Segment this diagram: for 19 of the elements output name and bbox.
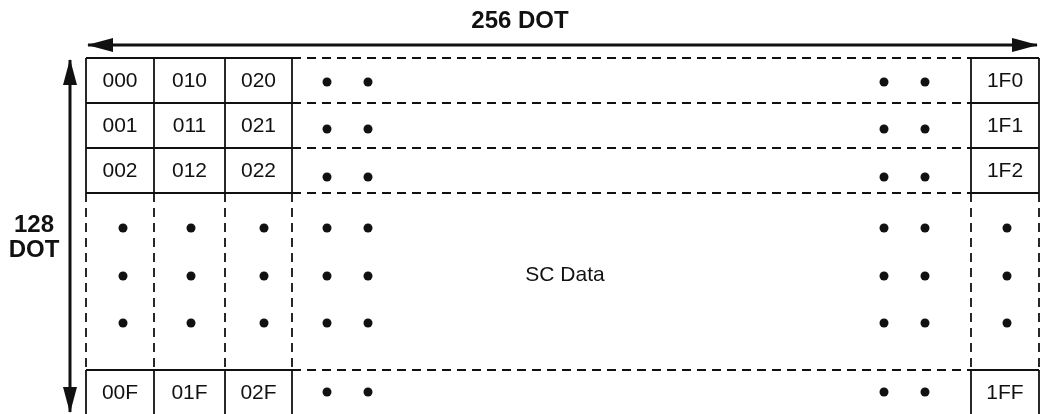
cell-address: 1F0 (986, 69, 1024, 92)
cell-address: 012 (171, 159, 207, 182)
cell-address: 022 (240, 159, 276, 182)
cell-address: 002 (102, 159, 138, 182)
cell-address: 000 (102, 69, 138, 92)
dimension-label: 256 DOT (471, 7, 569, 33)
cell-address: 00F (101, 380, 139, 403)
cell-address: 1F2 (986, 159, 1024, 182)
cell-address: 1FF (986, 380, 1024, 403)
cell-address: 010 (171, 69, 207, 92)
cell-address: 021 (240, 114, 276, 137)
cell-address: 01F (171, 380, 208, 403)
cell-address: 020 (240, 69, 276, 92)
cell-address: 001 (102, 114, 138, 137)
cell-address: 1F1 (986, 114, 1024, 137)
area-label: SC Data (525, 262, 605, 285)
dimension-label: 128 DOT (7, 210, 61, 262)
cell-address: 011 (172, 114, 207, 137)
cell-address: 02F (240, 380, 277, 403)
